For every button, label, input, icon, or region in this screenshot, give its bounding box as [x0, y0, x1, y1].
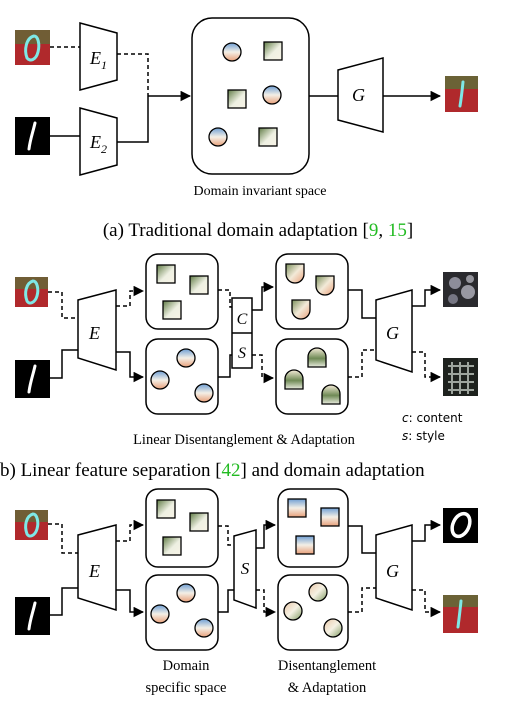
content-space-b-2	[275, 253, 349, 330]
label-and-adaptation: & Adaptation	[288, 680, 367, 696]
generator-b-label: G	[386, 323, 399, 343]
panel-c: E S	[15, 488, 478, 696]
mnistm-input-c	[15, 510, 48, 540]
cite-9: 9	[369, 220, 379, 241]
label-domain: Domain	[163, 658, 210, 674]
cite-42: 42	[222, 460, 241, 481]
panel-b: E C S	[0, 253, 478, 481]
generator-a: G	[337, 57, 384, 133]
content-space-b-1	[145, 253, 219, 330]
generator-b: G	[375, 289, 413, 374]
content-style-separator: C S	[231, 297, 253, 369]
style-space-b-2	[275, 338, 349, 415]
encoder-1-label: E1	[89, 48, 107, 72]
encoder-1: E1	[79, 22, 118, 91]
domain-specific-box-2	[145, 574, 219, 651]
encoder-b-label: E	[88, 323, 100, 343]
panel-a: E1 E2 G Domai	[15, 17, 478, 241]
output-image-c-1	[443, 508, 478, 543]
caption-a: (a) Traditional domain adaptation [9, 15…	[103, 220, 413, 241]
mnistm-input-b	[15, 277, 48, 307]
legend-style: s: style	[402, 429, 445, 443]
label-specific-space: specific space	[146, 680, 227, 696]
domain-invariant-space	[191, 17, 310, 175]
adaptation-box-2	[277, 574, 349, 651]
output-image-c-2	[443, 595, 478, 633]
encoder-c-label: E	[88, 561, 100, 581]
mnist-input-a	[15, 117, 50, 155]
generator-c: G	[375, 524, 413, 612]
cite-15: 15	[388, 220, 407, 241]
mnist-input-b	[15, 360, 50, 398]
legend-content: c: content	[402, 411, 463, 425]
separator-s: S	[233, 529, 257, 610]
separator-label-c: C	[237, 311, 248, 328]
adaptation-box-1	[277, 488, 349, 568]
label-disentanglement: Disentanglement	[278, 658, 376, 674]
generator-c-label: G	[386, 561, 399, 581]
caption-b: b) Linear feature separation [42] and do…	[0, 460, 425, 481]
encoder-2: E2	[79, 107, 118, 176]
linear-disentanglement-label: Linear Disentanglement & Adaptation	[133, 432, 356, 448]
style-space-b-1	[145, 338, 219, 415]
encoder-b: E	[77, 289, 117, 372]
generator-a-label: G	[352, 85, 365, 105]
output-image-a	[445, 76, 478, 112]
separator-s-label: S	[241, 559, 250, 578]
legend-b: c: content s: style	[402, 411, 463, 443]
encoder-2-label: E2	[89, 132, 107, 156]
separator-label-s: S	[238, 345, 246, 362]
mnistm-input-a	[15, 30, 50, 65]
output-image-b-2	[443, 358, 478, 396]
encoder-c: E	[77, 524, 117, 612]
mnist-input-c	[15, 597, 50, 635]
output-image-b-1	[443, 272, 478, 307]
domain-invariant-space-label: Domain invariant space	[194, 184, 327, 199]
domain-specific-box-1	[145, 488, 219, 568]
